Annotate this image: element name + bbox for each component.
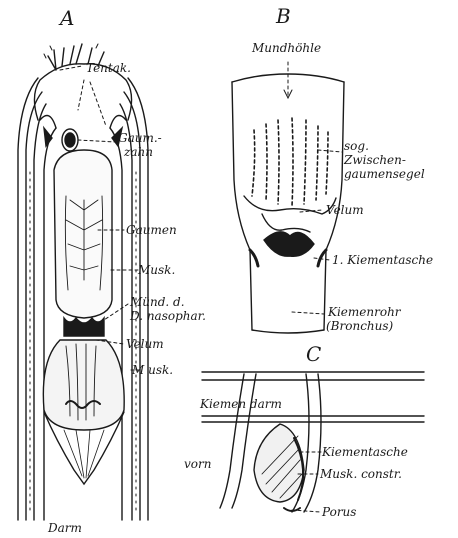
label-kiemenrohr-1: Kiemenrohr bbox=[328, 306, 401, 319]
label-velum-b: Velum bbox=[326, 204, 364, 217]
label-sog-1: sog. bbox=[344, 140, 369, 153]
panel-label-c: C bbox=[306, 344, 321, 364]
panel-a-drawing bbox=[18, 44, 148, 520]
label-velum-a: Velum bbox=[126, 338, 164, 351]
label-gaumen: Gaumen bbox=[126, 224, 177, 237]
panel-label-b: B bbox=[276, 6, 291, 26]
label-musk-2: M usk. bbox=[132, 364, 173, 377]
label-sog-3: gaumensegel bbox=[344, 168, 425, 181]
label-kiementasche-b: 1. Kiementasche bbox=[332, 254, 433, 267]
label-muend-1: Münd. d. bbox=[130, 296, 185, 309]
label-tentakel: Tentak. bbox=[86, 62, 131, 75]
panel-label-a: A bbox=[60, 8, 74, 28]
label-kiemenrohr-2: (Bronchus) bbox=[326, 320, 393, 333]
label-darm: Darm bbox=[48, 522, 82, 535]
label-mundhoehle: Mundhöhle bbox=[252, 42, 321, 55]
label-kiementasche-c: Kiementasche bbox=[322, 446, 408, 459]
label-gaumenzahn-2: zahn bbox=[124, 146, 153, 159]
label-musk-1: Musk. bbox=[138, 264, 175, 277]
panel-c-drawing bbox=[202, 372, 424, 512]
label-kiemendarm: Kiemen darm bbox=[200, 398, 282, 411]
label-sog-2: Zwischen- bbox=[344, 154, 406, 167]
panel-b-drawing bbox=[232, 62, 344, 333]
label-muend-2: D. nasophar. bbox=[130, 310, 206, 323]
label-gaumenzahn-1: Gaum.- bbox=[118, 132, 162, 145]
label-vorn: vorn bbox=[184, 458, 211, 471]
label-porus: Porus bbox=[322, 506, 356, 519]
label-musk-constr: Musk. constr. bbox=[320, 468, 402, 481]
